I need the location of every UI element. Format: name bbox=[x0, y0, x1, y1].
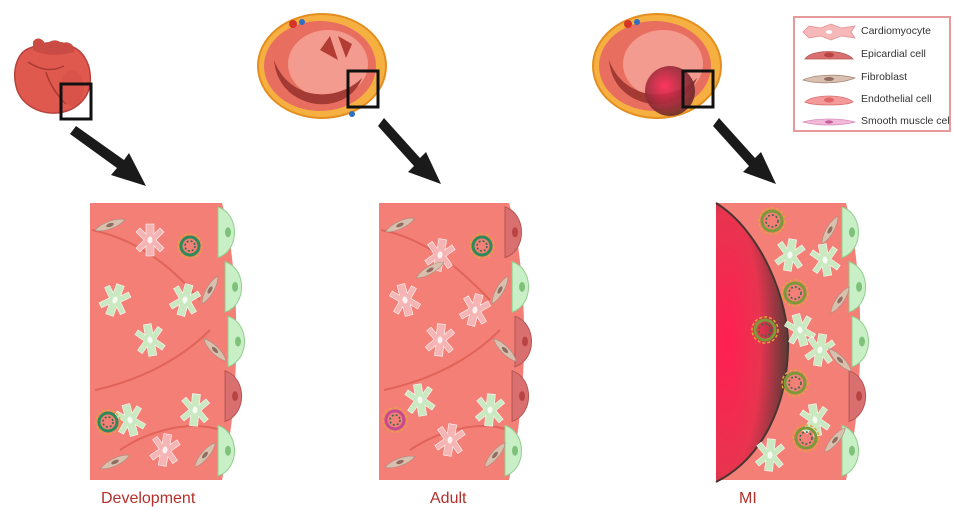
legend-item-endothelial-cell: Endothelial cell bbox=[795, 90, 951, 110]
legend-item-fibroblast: Fibroblast bbox=[795, 68, 951, 88]
adult-heart-section bbox=[258, 14, 386, 118]
legend-item-cardiomyocyte: Cardiomyocyte bbox=[795, 22, 951, 42]
zoom-arrow-development bbox=[70, 126, 146, 186]
zoom-arrow-mi bbox=[713, 118, 776, 184]
panel-label-mi: MI bbox=[739, 490, 757, 508]
mi-heart-section bbox=[593, 14, 721, 118]
endothelial-cell-icon bbox=[801, 90, 857, 110]
legend-item-epicardial-cell: Epicardial cell bbox=[795, 45, 951, 65]
panel-label-adult: Adult bbox=[430, 490, 466, 508]
zoom-arrow-adult bbox=[378, 118, 441, 184]
legend-label: Smooth muscle cell bbox=[861, 115, 951, 127]
panel-label-development: Development bbox=[101, 490, 195, 508]
legend-item-smooth-muscle-cell: Smooth muscle cell bbox=[795, 112, 951, 132]
legend-label: Endothelial cell bbox=[861, 93, 932, 105]
legend-label: Epicardial cell bbox=[861, 48, 926, 60]
epicardial-cell-icon bbox=[801, 45, 857, 65]
smooth-muscle-cell-icon bbox=[801, 112, 857, 132]
fibroblast-icon bbox=[801, 68, 857, 88]
cardiomyocyte-icon bbox=[801, 22, 857, 42]
cell-type-legend: Cardiomyocyte Epicardial cell Fibroblast… bbox=[793, 16, 951, 132]
embryonic-heart bbox=[15, 39, 91, 114]
legend-label: Cardiomyocyte bbox=[861, 25, 931, 37]
legend-label: Fibroblast bbox=[861, 71, 907, 83]
